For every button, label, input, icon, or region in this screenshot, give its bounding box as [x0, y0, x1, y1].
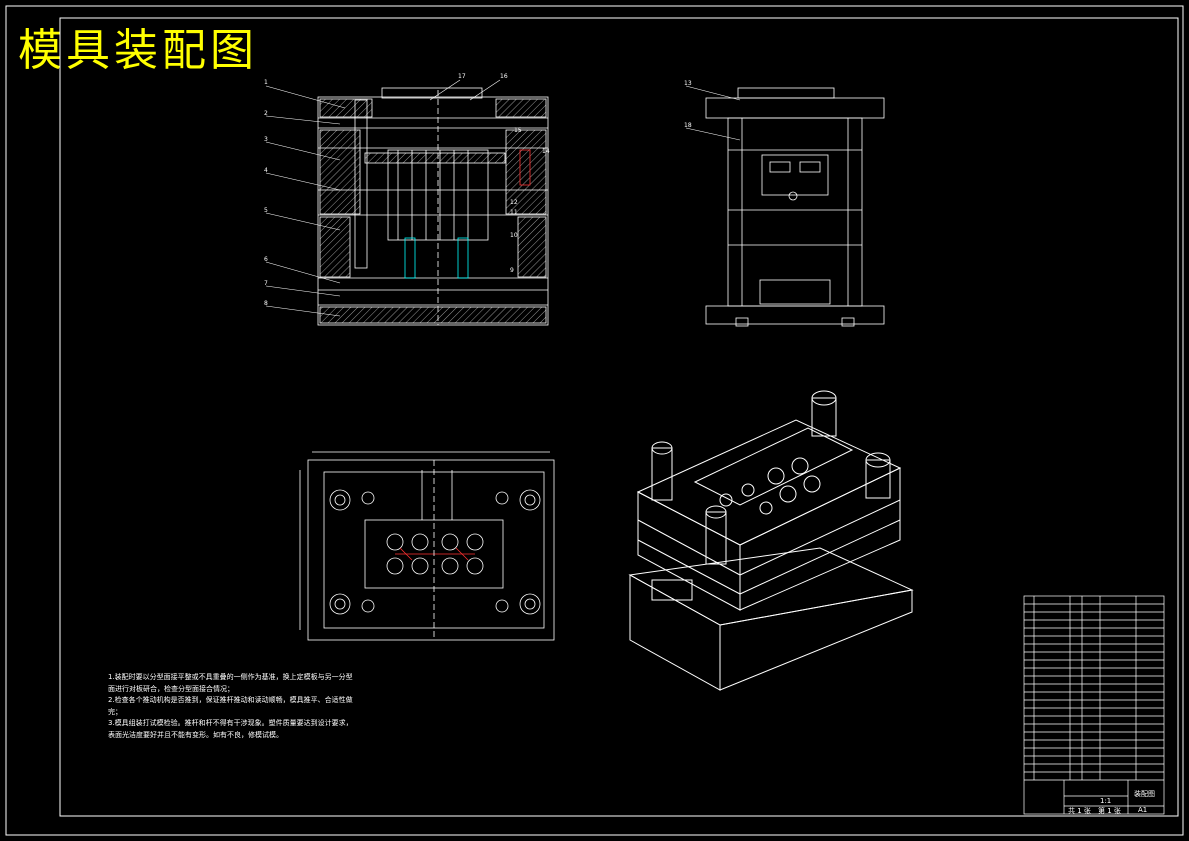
- callout-6: 6: [264, 256, 268, 263]
- callout-10: 10: [510, 232, 518, 239]
- callout-14: 14: [542, 148, 550, 155]
- technical-requirements: 1.装配时要以分型面接平整或不具重叠的一侧作为基准，换上定模板与另一分型面进行对…: [108, 672, 356, 741]
- callout-4: 4: [264, 167, 268, 174]
- sheet-index: 第 1 张: [1098, 806, 1121, 815]
- callout-16: 16: [500, 73, 508, 80]
- callout-12: 12: [510, 199, 518, 206]
- requirement-2: 2.检查各个推动机构是否推到，保证推杆推动和读动顺畅，模具推平、合适性做完；: [108, 696, 353, 716]
- callout-9: 9: [510, 267, 514, 274]
- callout-3: 3: [264, 136, 268, 143]
- callout-13: 13: [684, 80, 692, 87]
- callout-17: 17: [458, 73, 466, 80]
- drawing-title: 模具装配图: [18, 25, 258, 76]
- title-block-text: 装配图 A1 共 1 张 第 1 张 1:1: [1068, 789, 1155, 815]
- side-view: [705, 87, 885, 327]
- sheet-size: A1: [1138, 806, 1147, 814]
- callout-leaders: [265, 79, 741, 317]
- callout-18: 18: [684, 122, 692, 129]
- callout-8: 8: [264, 300, 268, 307]
- callout-15: 15: [514, 127, 522, 134]
- drawing-name: 装配图: [1134, 789, 1155, 798]
- plan-view: [299, 451, 555, 641]
- callout-labels: 1 2 3 4 5 6 7 8 9 10 11 12 13 14 15 16 1…: [264, 73, 692, 307]
- sheet-scale: 1:1: [1100, 797, 1111, 805]
- sheet-frame: [5, 5, 1184, 836]
- requirement-3: 3.模具组装打试模检验。推杆和杆不得有干涉现象。塑件质量要达到设计要求，表面光洁…: [108, 719, 353, 739]
- callout-5: 5: [264, 207, 268, 214]
- isometric-view: [628, 390, 914, 691]
- callout-1: 1: [264, 79, 268, 86]
- callout-7: 7: [264, 280, 268, 287]
- callout-11: 11: [510, 209, 518, 216]
- front-section-view: [317, 87, 549, 326]
- title-block: [1023, 595, 1165, 815]
- callout-2: 2: [264, 110, 268, 117]
- sheet-count: 共 1 张: [1068, 806, 1091, 815]
- requirement-1: 1.装配时要以分型面接平整或不具重叠的一侧作为基准，换上定模板与另一分型面进行对…: [108, 673, 353, 693]
